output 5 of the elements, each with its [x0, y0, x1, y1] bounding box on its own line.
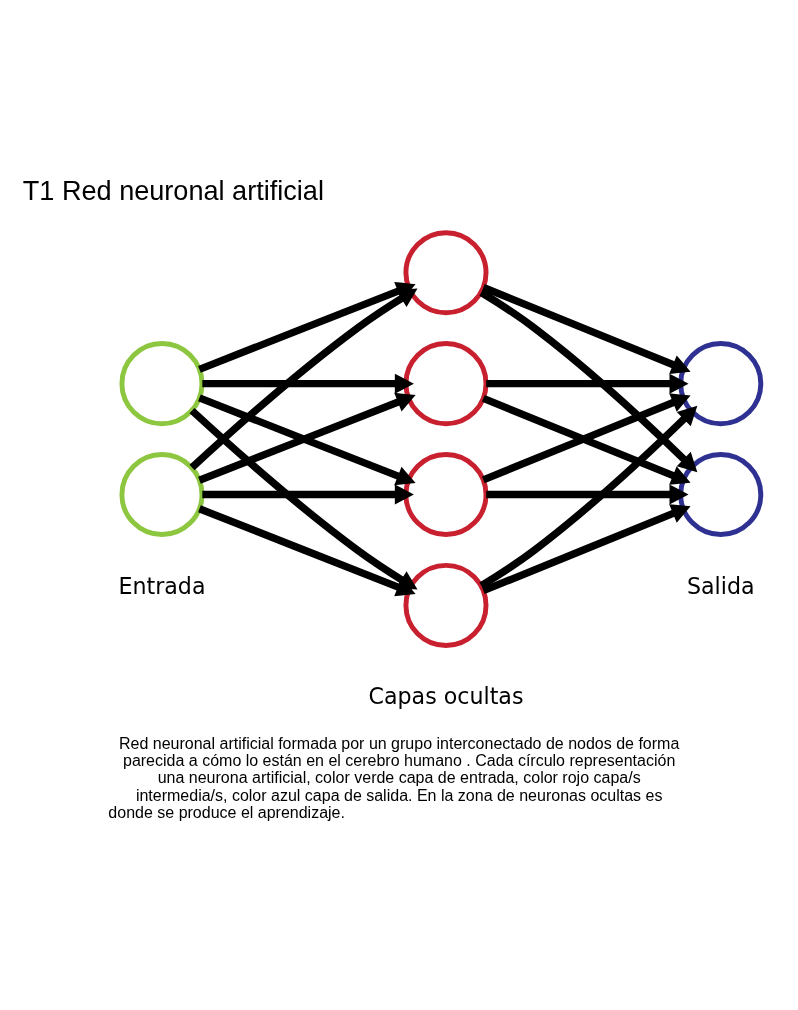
- label: Salida: [686, 572, 755, 599]
- caption: Red neuronal artificial formada por un grupo interconectado de nodos de forma parecida a cómo lo están en el cerebro humano . Cada círculo representación una neurona artificial, color verde capa de entrada, color rojo capa/s intermedia/s, color azul capa de salida. En la zona de neuronas ocultas es donde se produce el aprendizaje.: [108, 734, 680, 821]
- label: Entrada: [118, 572, 206, 599]
- diagram-title: T1 Red neuronal artificial: [22, 174, 324, 206]
- label: Capas ocultas: [368, 683, 524, 710]
